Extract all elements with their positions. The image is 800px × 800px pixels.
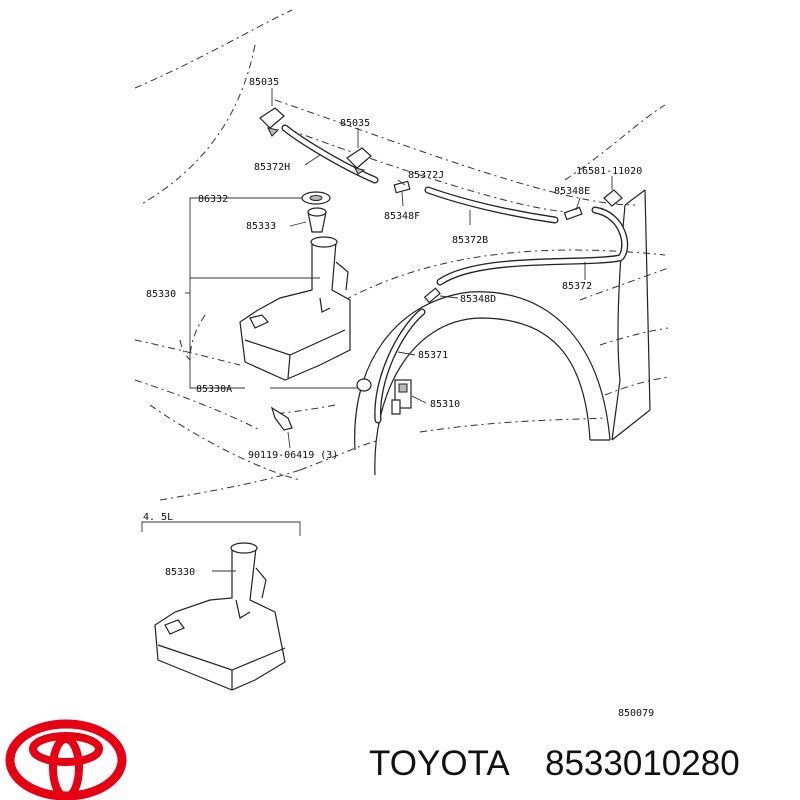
label-85330a: 85330A: [196, 384, 232, 395]
bolt-90119: [270, 406, 293, 431]
label-16581: 16581-11020: [576, 166, 642, 177]
drawing-code: 850079: [618, 708, 654, 719]
label-85372: 85372: [562, 281, 592, 292]
label-85310: 85310: [430, 399, 460, 410]
cap-86332: [301, 191, 331, 205]
part-number: 8533010280: [545, 744, 740, 783]
part-labels: 85035 85035 85372H 85372J 16581-11020 85…: [143, 77, 654, 719]
label-85348f: 85348F: [384, 211, 420, 222]
label-86332: 86332: [198, 194, 228, 205]
check-valve-85348d: [423, 287, 441, 304]
fender-outline: [354, 189, 651, 476]
label-85330: 85330: [146, 289, 176, 300]
label-85372j: 85372J: [408, 170, 444, 181]
label-85372h: 85372H: [254, 162, 290, 173]
strainer-85333: [307, 207, 327, 233]
joint-85372j: [393, 180, 411, 194]
label-90119: 90119-06419 (3): [248, 450, 338, 461]
grommet-85330a: [356, 378, 372, 392]
washer-pump-85310: [391, 379, 412, 415]
label-85035-a: 85035: [249, 77, 279, 88]
washer-tank-85330: [239, 236, 351, 381]
label-85348e: 85348E: [554, 186, 590, 197]
label-variant-capacity: 4. 5L: [143, 512, 173, 523]
vehicle-body-outline: [134, 9, 669, 501]
washer-hoses: [281, 124, 629, 424]
nozzle-85035-b: [346, 147, 372, 175]
nozzle-85035-a: [259, 107, 285, 137]
toyota-logo: [5, 719, 127, 800]
check-valve-85348e: [563, 206, 583, 221]
label-85333: 85333: [246, 221, 276, 232]
label-85348d: 85348D: [460, 294, 496, 305]
label-85330-variant: 85330: [165, 567, 195, 578]
connector-16581: [603, 189, 623, 207]
leader-lines: [185, 88, 613, 572]
label-85372b: 85372B: [452, 235, 488, 246]
label-85035-b: 85035: [340, 118, 370, 129]
label-85371: 85371: [418, 350, 448, 361]
washer-tank-85330-variant: [154, 542, 286, 691]
variant-bracket: [141, 521, 301, 536]
brand-name: TOYOTA: [369, 744, 510, 783]
